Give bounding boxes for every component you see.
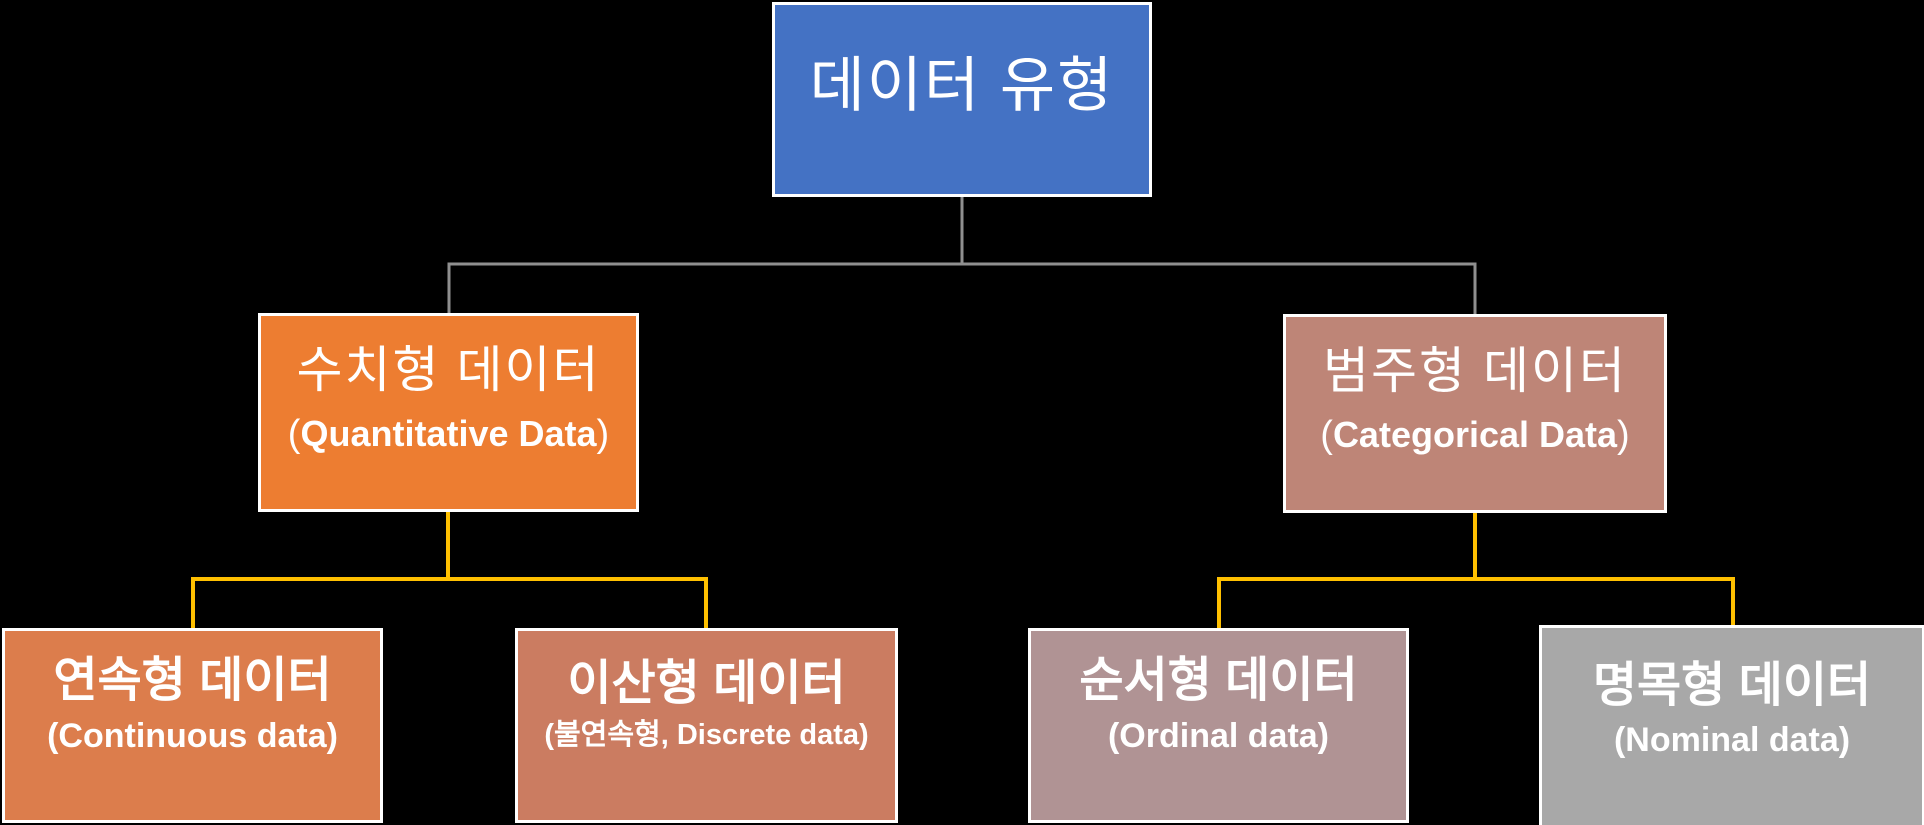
root-label: 데이터 유형 [809, 52, 1115, 119]
node-nominal-data: 명목형 데이터 (Nominal data) [1539, 625, 1924, 825]
node-discrete-data: 이산형 데이터 (불연속형, Discrete data) [515, 628, 898, 823]
connector-quantitative-to-children [191, 512, 708, 630]
node-ordinal-data: 순서형 데이터 (Ordinal data) [1028, 628, 1409, 823]
node-continuous-data: 연속형 데이터 (Continuous data) [2, 628, 383, 823]
ordinal-title: 순서형 데이터 [1079, 654, 1358, 708]
categorical-subtitle: (Categorical Data) [1320, 414, 1629, 458]
continuous-title: 연속형 데이터 [53, 654, 332, 708]
node-data-type-root: 데이터 유형 [772, 2, 1152, 197]
discrete-subtitle: (불연속형, Discrete data) [544, 719, 869, 752]
quantitative-subtitle: (Quantitative Data) [288, 413, 609, 457]
nominal-title: 명목형 데이터 [1592, 658, 1872, 712]
discrete-title: 이산형 데이터 [567, 657, 846, 711]
close-paren: ) [596, 413, 610, 456]
connector-categorical-to-children [1217, 513, 1735, 630]
continuous-subtitle: (Continuous data) [47, 716, 338, 755]
quantitative-subtitle-text: Quantitative Data [300, 413, 597, 455]
close-paren: ) [1617, 414, 1630, 457]
quantitative-title: 수치형 데이터 [296, 341, 601, 398]
categorical-subtitle-text: Categorical Data [1332, 414, 1618, 456]
categorical-title: 범주형 데이터 [1323, 342, 1627, 399]
open-paren: ( [1320, 414, 1333, 457]
open-paren: ( [287, 413, 301, 456]
nominal-subtitle: (Nominal data) [1613, 721, 1851, 760]
node-quantitative-data: 수치형 데이터 (Quantitative Data) [258, 313, 639, 512]
connector-root-to-level2 [447, 197, 1477, 316]
ordinal-subtitle: (Ordinal data) [1107, 716, 1330, 755]
node-categorical-data: 범주형 데이터 (Categorical Data) [1283, 314, 1667, 513]
